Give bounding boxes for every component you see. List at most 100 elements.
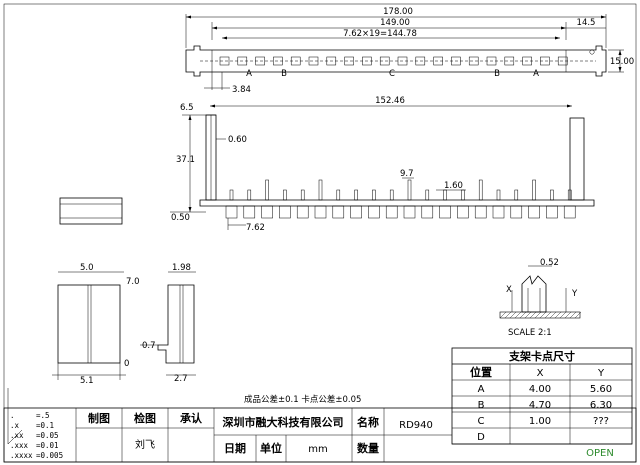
title-block: . =.5 .x =0.1 .xx =0.05 .xxx =0.01 .xxxx… xyxy=(3,407,637,463)
dim-side-bottom-width: 5.1 xyxy=(80,376,94,386)
dim-detail-width: 0.52 xyxy=(540,258,559,268)
pin-slot xyxy=(433,56,443,66)
table-row-pos: D xyxy=(477,432,485,443)
dim-end-offset: 14.5 xyxy=(577,18,596,28)
pin-slot xyxy=(362,56,372,66)
tol-val: =0.01 xyxy=(36,441,59,450)
axis-symbol xyxy=(7,388,23,445)
dim-pin-thickness: 1.60 xyxy=(444,181,463,191)
pin-slot xyxy=(273,56,283,66)
tol-key: .xxx xyxy=(10,441,29,450)
dim-height-top: 15.00 xyxy=(610,57,634,67)
pin xyxy=(247,189,252,201)
dim-pin-width: 9.7 xyxy=(400,169,414,179)
pin xyxy=(336,189,341,201)
table-header-pos: 位置 xyxy=(470,365,492,379)
pin xyxy=(283,189,287,201)
pin-slot xyxy=(344,56,354,66)
standoff xyxy=(546,205,558,219)
pin-slot xyxy=(255,56,265,66)
dim-pitch-total: 7.62×19=144.78 xyxy=(343,29,417,39)
marker-a-right: A xyxy=(533,69,539,79)
date-label: 日期 xyxy=(224,441,246,455)
dim-overall-length: 178.00 xyxy=(383,7,413,17)
part-name: RD940 xyxy=(399,420,433,431)
front-standoffs xyxy=(225,205,576,219)
standoff xyxy=(457,205,469,219)
table-title: 支架卡点尺寸 xyxy=(508,349,575,363)
table-row-y: 5.60 xyxy=(590,384,612,395)
tol-val: =0.1 xyxy=(36,421,54,430)
dim-base-thickness: 0.50 xyxy=(171,213,190,223)
dim-side-top: 7.0 xyxy=(126,277,140,287)
tol-key: .xxxx xyxy=(10,451,33,460)
front-right-post xyxy=(569,117,585,201)
marker-b-left: B xyxy=(281,69,287,79)
pin xyxy=(265,179,269,201)
pin xyxy=(389,189,394,201)
standoff xyxy=(439,205,451,219)
table-row-pos: B xyxy=(478,400,485,411)
table-row-y: 6.30 xyxy=(590,400,612,411)
standoff xyxy=(563,205,576,219)
standoff xyxy=(403,205,416,219)
mounting-hole xyxy=(589,49,595,55)
unit-label: 单位 xyxy=(260,441,282,455)
dim-right-width: 1.98 xyxy=(172,263,191,273)
table-header-y: Y xyxy=(597,368,605,379)
standoff xyxy=(243,205,256,219)
top-view: 178.00 149.00 14.5 7.62×19=144.78 A B C … xyxy=(185,7,634,95)
pin-slot xyxy=(451,56,461,66)
detail-view: 0.52 X Y SCALE 2:1 xyxy=(499,258,582,338)
standoff xyxy=(492,205,505,219)
tol-val: =0.005 xyxy=(36,451,63,460)
clamp-table: 支架卡点尺寸 位置 X Y A 4.00 5.60 B 4.70 6.30 C … xyxy=(451,347,633,445)
pin-slot xyxy=(237,56,248,66)
dim-first-pin-offset: 3.84 xyxy=(232,85,251,95)
scale-label: SCALE 2:1 xyxy=(508,328,552,338)
name-label: 名称 xyxy=(357,415,379,429)
table-row-pos: C xyxy=(478,416,485,427)
company-name: 深圳市融大科技有限公司 xyxy=(223,415,344,429)
standoff xyxy=(261,205,273,219)
pin-slot xyxy=(504,56,515,66)
dim-height-front: 6.5 xyxy=(180,103,194,113)
pin-slot xyxy=(308,56,319,66)
pin-slot xyxy=(379,56,390,66)
table-row-x: 4.70 xyxy=(529,400,551,411)
standoff xyxy=(385,205,398,219)
pin xyxy=(496,189,501,201)
standoff xyxy=(296,205,309,219)
pin-slot xyxy=(415,56,426,66)
front-view: 6.5 152.46 0.60 37.1 9.7 1.60 0.50 xyxy=(170,96,595,233)
pin xyxy=(567,189,572,201)
pin xyxy=(354,189,358,201)
tol-val: =.5 xyxy=(36,411,50,420)
pin xyxy=(425,189,430,201)
marker-a-left: A xyxy=(246,69,252,79)
pin xyxy=(532,179,536,201)
status-badge: OPEN xyxy=(586,448,614,459)
front-pins xyxy=(229,179,572,201)
pin-slot xyxy=(522,56,532,66)
pin xyxy=(514,189,519,201)
dim-inner-length: 149.00 xyxy=(380,18,410,28)
top-body-outline xyxy=(185,45,607,77)
tol-key: .x xyxy=(10,421,20,430)
draw-label: 制图 xyxy=(88,411,110,425)
pin xyxy=(229,189,234,201)
pin xyxy=(300,189,305,201)
check-label: 检图 xyxy=(134,411,156,425)
dim-side-bottom-zero: 0 xyxy=(124,359,129,369)
pin xyxy=(461,189,465,201)
standoff xyxy=(350,205,362,219)
dim-right-bottom: 2.7 xyxy=(174,374,188,384)
pin-slot xyxy=(397,56,408,66)
drafter-name: 刘飞 xyxy=(135,439,155,451)
pin-slot xyxy=(326,56,337,66)
top-pin-slots xyxy=(219,56,568,66)
detail-y-label: Y xyxy=(571,289,578,299)
dim-right-notch: 0.7 xyxy=(142,341,156,351)
pin xyxy=(550,189,554,201)
